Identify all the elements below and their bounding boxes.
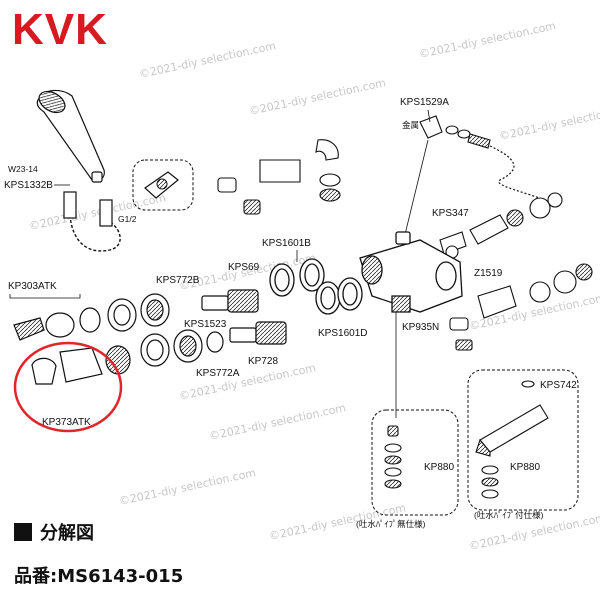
label-kp935n: KP935N [402, 322, 439, 333]
watermark-text: ©2021-diy selection.com [208, 401, 347, 443]
label-kps742: KPS742 [540, 380, 577, 391]
label-kp373atk: KP373ATK [42, 417, 91, 428]
square-bullet-icon [14, 523, 32, 541]
label-g1-2: G1/2 [118, 214, 137, 224]
watermark-text: ©2021-diy selection.com [138, 39, 277, 81]
label-z1519: Z1519 [474, 268, 503, 279]
kp373atk-highlight-circle [13, 341, 123, 433]
without-spout-box [371, 312, 459, 516]
label-kp303atk: KP303ATK [8, 281, 57, 292]
label-kps1332b: KPS1332B [4, 180, 53, 191]
label-with-spout: (吐水ﾊﾟｲﾌﾟ付仕様) [474, 510, 544, 520]
shower-hose [63, 191, 121, 252]
kps1529a-elbow [419, 115, 491, 149]
watermark-text: ©2021-diy selection.com [118, 466, 257, 508]
watermark-text: ©2021-diy selection.com [498, 101, 600, 143]
label-kps1601d: KPS1601D [318, 328, 367, 339]
upper-fittings [217, 139, 341, 215]
kps1601b-rings [269, 258, 325, 297]
shower-head [36, 89, 105, 183]
watermark-text: ©2021-diy selection.com [248, 76, 387, 118]
right-fittings [449, 263, 593, 351]
left-assembly-lower [31, 321, 287, 385]
model-number: 品番:MS6143-015 [14, 566, 184, 587]
label-kp880-left: KP880 [424, 462, 454, 473]
faucet-body [359, 231, 463, 313]
label-kps1601b: KPS1601B [262, 238, 311, 249]
label-kp728: KP728 [248, 356, 278, 367]
label-kps69: KPS69 [228, 262, 260, 273]
kps347-fittings [439, 192, 563, 259]
left-assembly-upper [13, 289, 259, 341]
label-w23-14: W23-14 [8, 164, 38, 174]
label-kps347: KPS347 [432, 208, 469, 219]
kvk-logo: KVK [12, 5, 108, 54]
label-kinzoku: 金属 [402, 120, 419, 130]
holder-box [132, 159, 194, 211]
section-title: 分解図 [14, 519, 94, 545]
section-title-text: 分解図 [40, 523, 94, 544]
kps1601d-rings [315, 277, 363, 315]
label-without-spout: (吐水ﾊﾟｲﾌﾟ無仕様) [356, 519, 426, 529]
watermark-text: ©2021-diy selection.com [418, 19, 557, 61]
with-spout-box [467, 369, 579, 511]
watermark-text: ©2021-diy selection.com [28, 191, 167, 233]
label-kp880-right: KP880 [510, 462, 540, 473]
label-kps1523: KPS1523 [184, 319, 227, 330]
label-kps1529a: KPS1529A [400, 97, 449, 108]
label-kps772a: KPS772A [196, 368, 240, 379]
label-kps772b: KPS772B [156, 275, 200, 286]
